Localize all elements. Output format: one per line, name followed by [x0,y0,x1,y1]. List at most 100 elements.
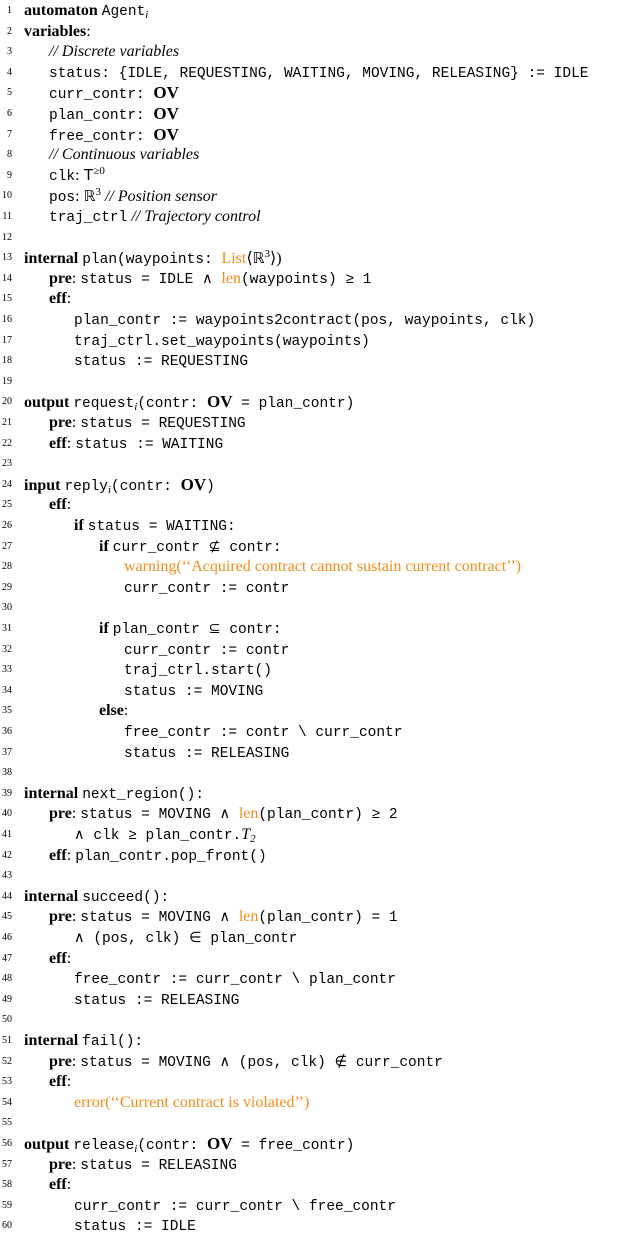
code-token: ℝ [83,187,96,206]
line-number: 11 [2,211,12,222]
line-number: 15 [2,293,12,305]
code-token: internal [24,784,79,802]
code-token: : [66,1176,72,1194]
code-text: warning(‘‘Acquired contract cannot susta… [124,557,521,577]
code-token: status := RELEASING [124,745,290,762]
code-token: status := MOVING [124,683,264,700]
code-token: status = MOVING ∧ [80,807,239,824]
code-text: pos: ℝ3 // Position sensor [49,186,217,207]
code-line: 12 [0,228,640,248]
line-number: 37 [2,746,12,758]
line-number: 57 [2,1158,12,1170]
code-text: input replyi(contr: OV) [24,475,215,495]
line-number: 27 [2,540,12,552]
code-text: eff: [49,1175,71,1195]
code-text: free_contr := curr_contr \ plan_contr [74,969,396,989]
code-token: status = IDLE ∧ [80,271,222,288]
code-token: i [145,9,149,21]
code-line: 30 [0,598,640,618]
code-line: 27 if curr_contr ⊈ contr: [0,537,640,557]
code-token: T [241,826,251,843]
line-number: 34 [2,684,12,696]
code-token: variables [24,22,87,40]
code-token: traj_ctrl.start() [124,663,272,680]
code-text: eff: [49,949,71,969]
code-text: output releasei(contr: OV = free_contr) [24,1134,354,1154]
code-text: status := IDLE [74,1216,196,1236]
code-token: pre [49,269,72,287]
line-number: 50 [2,1014,12,1026]
code-text: curr_contr: OV [49,83,179,103]
line-number: 33 [2,664,12,676]
code-token: release [73,1138,135,1154]
line-number: 51 [2,1035,12,1046]
line-number: 53 [2,1076,12,1088]
code-token: (contr: [137,396,207,413]
code-token: ⟨ [246,250,253,268]
line-number: 16 [2,314,12,325]
code-token: // Position sensor [104,188,217,206]
line-number: 14 [2,272,12,284]
code-token: free_contr: [49,128,154,145]
code-line: 51 internal fail(): [0,1031,640,1051]
code-line: 41∧ clk ≥ plan_contr.T2 [0,825,640,845]
code-line: 31 if plan_contr ⊆ contr: [0,619,640,639]
code-token: plan_contr ⊆ contr: [112,622,282,638]
code-token: eff [49,1176,67,1194]
code-token: // Discrete variables [49,43,180,61]
code-text: if curr_contr ⊈ contr: [99,537,282,557]
code-token: (contr: [111,478,181,495]
code-token: internal [24,887,79,905]
code-text: variables: [24,22,91,42]
code-text: eff: [49,495,71,515]
code-token: OV [206,392,233,412]
code-text: status := RELEASING [124,743,289,763]
code-text: traj_ctrl // Trajectory control [49,207,261,227]
code-token: if [99,620,109,637]
code-text: free_contr: OV [49,125,179,145]
code-text: pre: status = MOVING ∧ len(plan_contr) ≥… [49,804,398,824]
code-token: : [71,908,81,926]
line-number: 35 [2,705,12,717]
code-line: 43 [0,866,640,886]
code-text: free_contr := contr \ curr_contr [124,722,402,742]
code-token: OV [206,1134,233,1153]
line-number: 45 [2,911,12,923]
line-number: 54 [2,1096,12,1108]
code-token: OV [153,124,179,144]
code-token: plan_contr: [49,108,154,124]
line-number: 31 [2,623,12,634]
code-token: automaton [24,2,98,19]
code-line: 3// Discrete variables [0,42,640,62]
code-line: 19 [0,372,640,392]
code-token: OV [153,83,179,103]
code-text: internal fail(): [24,1031,143,1051]
line-number: 49 [2,993,12,1005]
code-line: 38 [0,763,640,783]
code-token: else [99,702,124,720]
code-text: // Continuous variables [49,145,199,165]
code-token: status = MOVING ∧ (pos, clk) ∉ curr_cont… [80,1054,443,1071]
line-number: 13 [2,252,12,264]
line-number: 36 [2,726,12,737]
code-token: : [71,805,81,823]
line-number: 58 [2,1179,12,1191]
code-text: else: [99,701,128,721]
code-text: if plan_contr ⊆ contr: [99,619,282,639]
code-text: eff: [49,289,71,309]
code-text: ∧ (pos, clk) ∈ plan_contr [74,928,297,948]
line-number: 24 [2,478,12,490]
code-token: eff [49,1073,67,1091]
